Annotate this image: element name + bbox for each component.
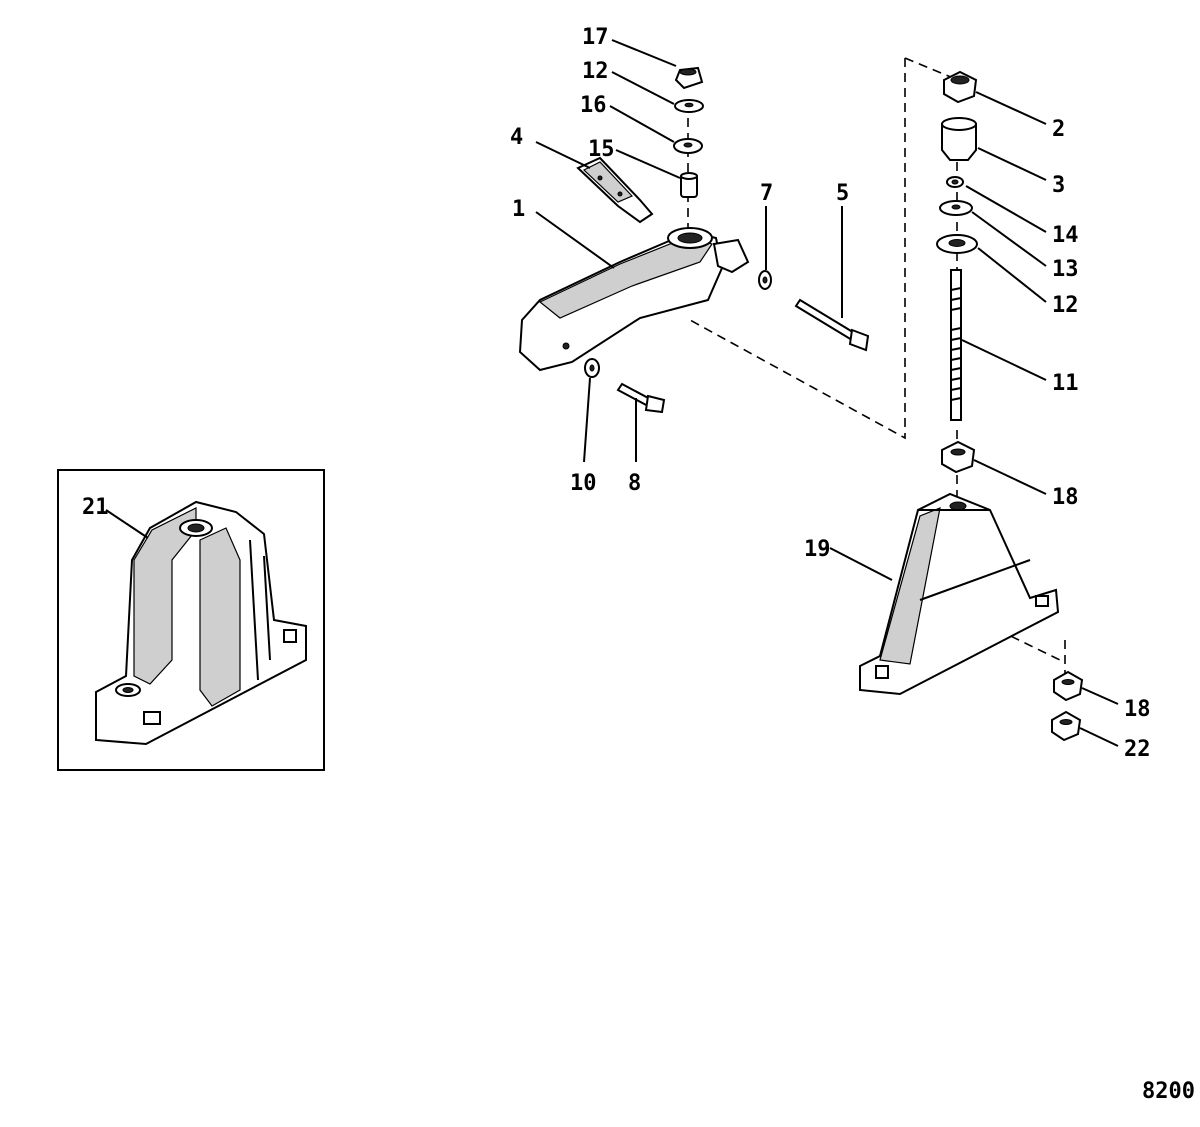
part-18-nut-upper: [941, 440, 976, 474]
part-5-bolt: [794, 298, 870, 352]
part-1-mount-arm: [518, 227, 750, 372]
part-15-sleeve: [680, 172, 698, 198]
label-5: 5: [836, 181, 849, 206]
label-22: 22: [1124, 737, 1151, 762]
label-19: 19: [804, 537, 831, 562]
label-17: 17: [582, 25, 609, 50]
label-4: 4: [510, 125, 523, 150]
label-12-top: 12: [582, 59, 609, 84]
label-16: 16: [580, 93, 607, 118]
label-18-lower: 18: [1124, 697, 1151, 722]
part-8-bolt: [616, 382, 666, 414]
part-3-bushing: [941, 117, 977, 161]
part-21-mount: [95, 500, 307, 746]
figure-number: 8200: [1142, 1079, 1195, 1104]
part-18-nut-lower: [1053, 670, 1084, 702]
part-13-washer: [939, 200, 973, 216]
part-10-washer: [584, 358, 600, 378]
label-10: 10: [570, 471, 597, 496]
part-4-bracket: [576, 156, 654, 224]
label-2: 2: [1052, 117, 1065, 142]
part-2-nut: [943, 70, 978, 104]
label-8: 8: [628, 471, 641, 496]
label-12-bottom: 12: [1052, 293, 1079, 318]
part-16-washer: [673, 138, 703, 154]
part-12-washer-top: [674, 99, 704, 113]
label-13: 13: [1052, 257, 1079, 282]
part-11-stud: [950, 269, 962, 421]
part-19-pedestal-mount: [859, 492, 1060, 696]
label-21: 21: [82, 495, 109, 520]
leader-lines: [105, 39, 1119, 747]
part-17-nut: [674, 66, 704, 90]
label-11: 11: [1052, 371, 1079, 396]
label-7: 7: [760, 181, 773, 206]
label-18-upper: 18: [1052, 485, 1079, 510]
part-12-washer-bottom: [936, 234, 978, 254]
part-14-washer: [946, 176, 964, 188]
callout-labels: 17 12 16 4 15 1 7 5 10 8 2 3 14 13 12 11…: [82, 25, 1195, 1104]
inset-box: [57, 469, 325, 771]
label-15: 15: [588, 137, 615, 162]
part-7-washer: [758, 270, 772, 290]
label-3: 3: [1052, 173, 1065, 198]
label-14: 14: [1052, 223, 1079, 248]
part-22-nut: [1051, 710, 1082, 742]
label-1: 1: [512, 197, 525, 222]
